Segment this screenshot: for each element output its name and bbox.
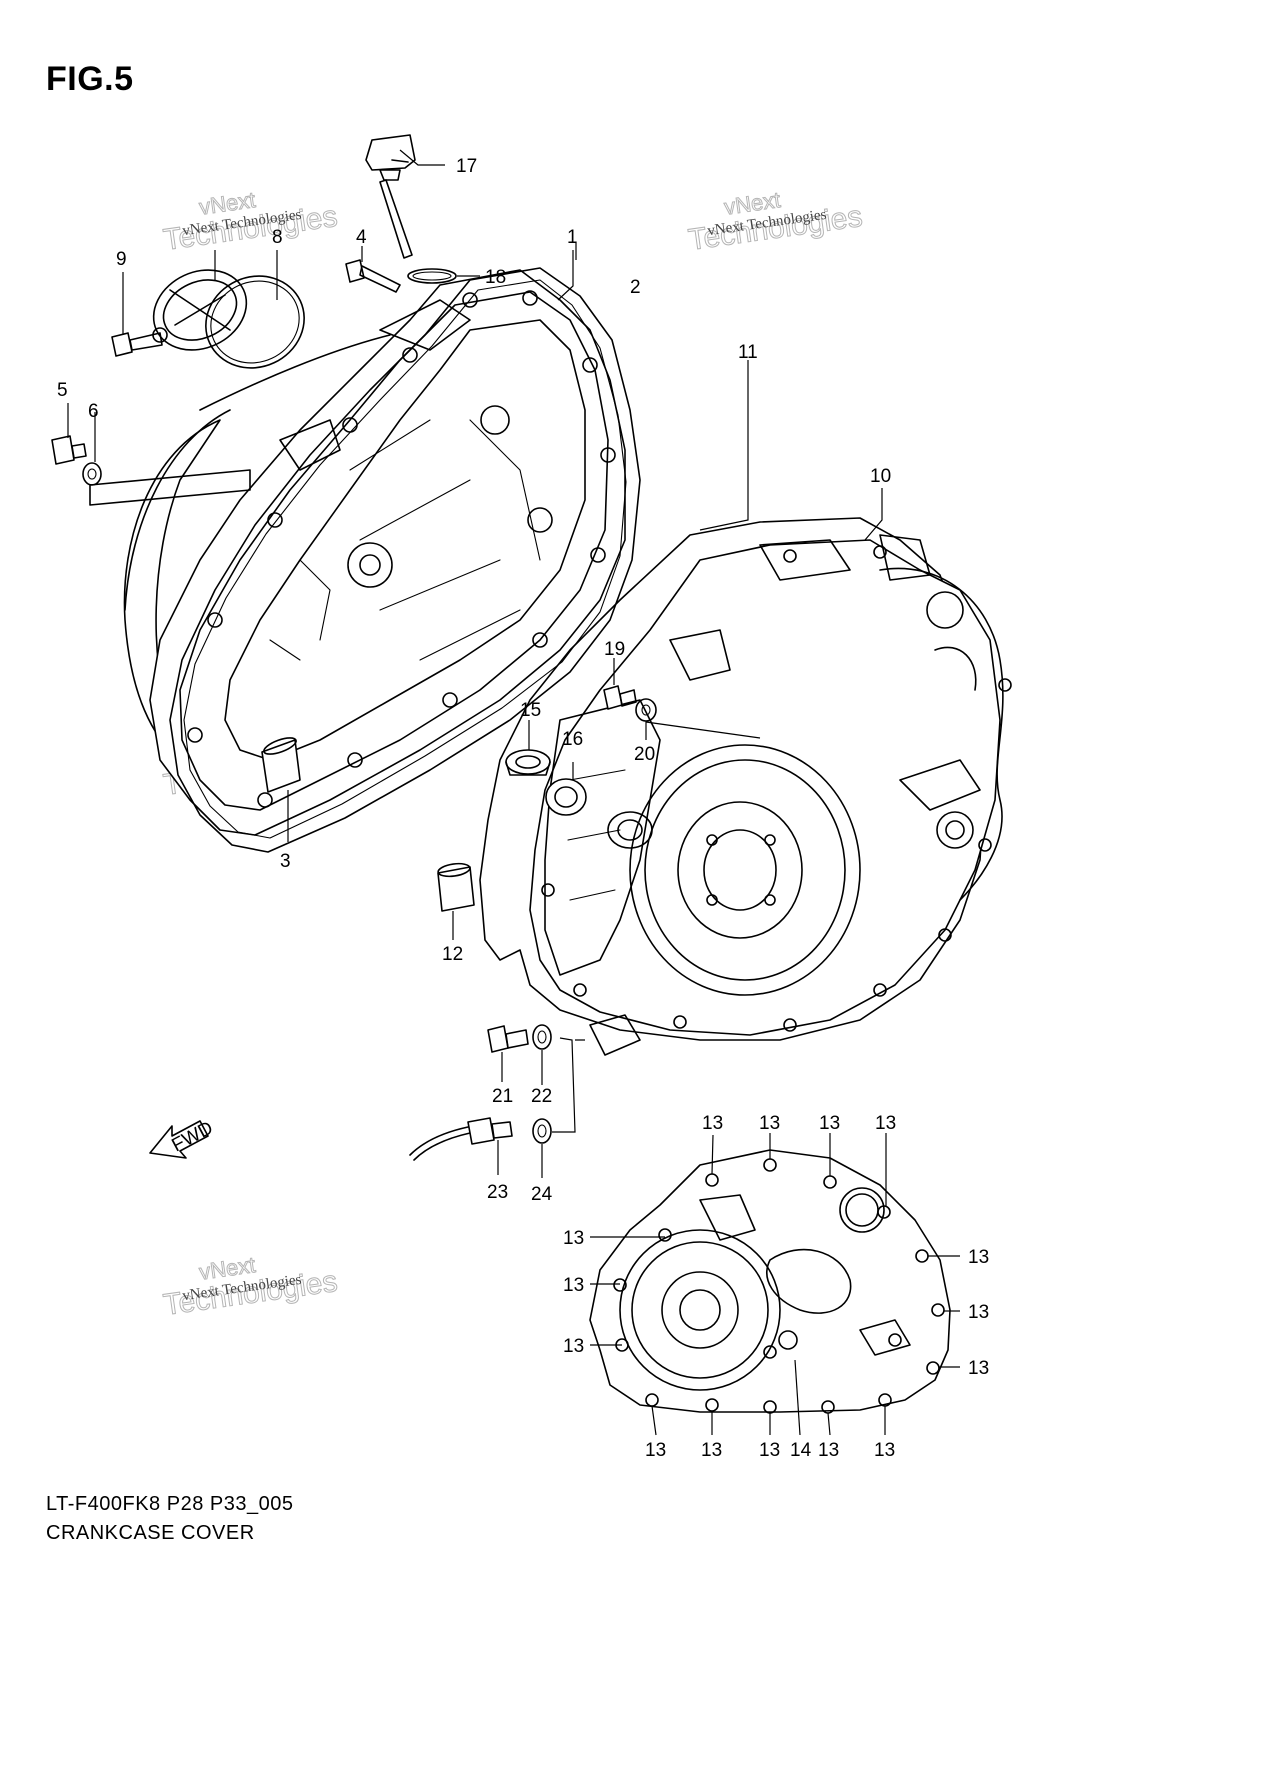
callout-23: 23 xyxy=(487,1182,508,1203)
oil-seal-part-16 xyxy=(545,778,587,816)
callout-9: 9 xyxy=(116,249,127,270)
callout-numbers: 17 18 1 2 4 8 9 5 6 3 11 10 15 16 19 20 … xyxy=(57,156,989,1461)
figure-name: CRANKCASE COVER xyxy=(46,1522,255,1544)
figure-title: FIG.5 xyxy=(46,60,134,98)
bolt-part-4 xyxy=(345,259,401,293)
callout-16: 16 xyxy=(562,729,583,750)
washer-part-22 xyxy=(532,1024,552,1050)
callout-11: 11 xyxy=(738,342,758,363)
callout-13-i: 13 xyxy=(759,1440,780,1461)
svg-text:FWD: FWD xyxy=(168,1118,216,1157)
small-cover-part-7 xyxy=(152,269,248,351)
callout-21: 21 xyxy=(492,1086,513,1107)
callout-4: 4 xyxy=(356,227,367,248)
watermark-top-right: vNext Technologies vNext Technologies xyxy=(686,187,865,258)
bolt-part-19 xyxy=(603,685,637,710)
callout-13-h: 13 xyxy=(874,1440,895,1461)
callout-13-a: 13 xyxy=(702,1113,723,1134)
oil-pressure-switch-part-23 xyxy=(409,1117,513,1161)
callout-1: 1 xyxy=(567,227,578,248)
callout-14: 14 xyxy=(790,1440,812,1461)
callout-8: 8 xyxy=(272,227,283,248)
plug-part-15 xyxy=(505,749,551,776)
callout-2: 2 xyxy=(630,277,641,298)
callout-3: 3 xyxy=(280,851,291,872)
model-code: LT-F400FK8 P28 P33_005 xyxy=(46,1493,294,1515)
watermark-top-left: vNext Technologies vNext Technologies xyxy=(161,187,340,258)
bolt-part-9 xyxy=(111,332,163,357)
callout-13-k: 13 xyxy=(701,1440,722,1461)
right-crankcase-cover-part-10 xyxy=(529,534,1012,1056)
callout-5: 5 xyxy=(57,380,68,401)
callout-12: 12 xyxy=(442,944,463,965)
callout-13-b: 13 xyxy=(759,1113,780,1134)
callout-13-d: 13 xyxy=(875,1113,896,1134)
washer-part-24 xyxy=(532,1118,552,1144)
callout-22: 22 xyxy=(531,1086,552,1107)
drain-plug-part-5 xyxy=(51,435,87,465)
oil-filler-cap-dipstick xyxy=(365,134,416,259)
callout-13-l: 13 xyxy=(645,1440,666,1461)
washer-part-6 xyxy=(82,462,102,486)
o-ring-part-8 xyxy=(205,275,305,369)
callout-13-f: 13 xyxy=(968,1302,989,1323)
dowel-pin-part-3 xyxy=(261,737,301,793)
leader-lines-part-13 xyxy=(590,1133,960,1436)
callout-24: 24 xyxy=(531,1184,553,1205)
bolt-part-21 xyxy=(487,1025,529,1053)
leader-lines xyxy=(67,149,883,1436)
callout-13-m: 13 xyxy=(563,1228,584,1249)
cover-detail-view xyxy=(589,1149,951,1414)
watermark-bottom-left: vNext Technologies vNext Technologies xyxy=(161,1252,340,1323)
callout-18: 18 xyxy=(485,267,506,288)
o-ring-part-18 xyxy=(407,268,457,284)
washer-part-20 xyxy=(635,698,657,722)
callout-10: 10 xyxy=(870,466,891,487)
callout-15: 15 xyxy=(520,700,541,721)
callout-13-o: 13 xyxy=(563,1336,584,1357)
left-crankcase-cover xyxy=(89,269,626,836)
callout-19: 19 xyxy=(604,639,625,660)
callout-13-n: 13 xyxy=(563,1275,584,1296)
callout-13-g: 13 xyxy=(968,1358,989,1379)
callout-13-j: 13 xyxy=(818,1440,839,1461)
forward-direction-arrow: FWD xyxy=(149,1118,217,1159)
callout-13-c: 13 xyxy=(819,1113,840,1134)
callout-6: 6 xyxy=(88,401,99,422)
callout-20: 20 xyxy=(634,744,655,765)
callout-13-e: 13 xyxy=(968,1247,989,1268)
callout-17: 17 xyxy=(456,156,477,177)
gasket-part-2 xyxy=(169,267,641,853)
dowel-pin-part-12 xyxy=(437,862,475,912)
